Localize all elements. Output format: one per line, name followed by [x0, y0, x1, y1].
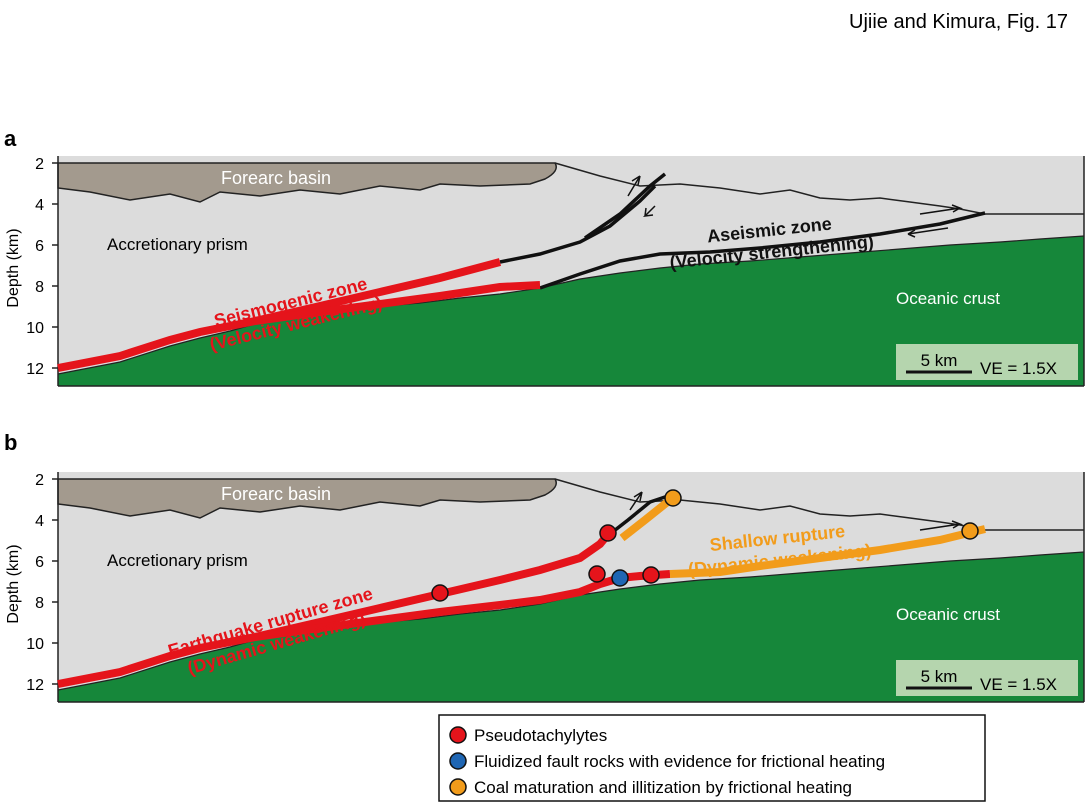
legend-item-coal: Coal maturation and illitization by fric…: [474, 778, 852, 797]
scale-label: 5 km: [921, 351, 958, 370]
y-tick: 12: [26, 677, 44, 694]
y-tick: 8: [35, 279, 44, 296]
legend-fluidized-icon: [449, 752, 467, 770]
coal-maturation-marker: [961, 522, 979, 540]
figure-caption: Ujiie and Kimura, Fig. 17: [849, 11, 1068, 33]
y-tick: 4: [35, 513, 44, 530]
y-axis-label: Depth (km): [5, 228, 22, 307]
ve-label: VE = 1.5X: [980, 675, 1057, 694]
y-tick: 6: [35, 554, 44, 571]
forearc-basin-label: Forearc basin: [221, 168, 331, 188]
panel-letter: b: [4, 430, 17, 455]
y-tick: 2: [35, 472, 44, 489]
accretionary-prism-label: Accretionary prism: [107, 551, 248, 570]
y-tick: 8: [35, 595, 44, 612]
scale-label: 5 km: [921, 667, 958, 686]
pseudotachylyte-marker: [599, 524, 617, 542]
pseudotachylyte-marker: [642, 566, 660, 584]
panel-letter: a: [4, 126, 17, 151]
fluidized-fault-rock-marker: [611, 569, 629, 587]
y-tick: 12: [26, 361, 44, 378]
y-tick: 4: [35, 197, 44, 214]
y-tick: 2: [35, 156, 44, 173]
legend-item-pseudotachylytes: Pseudotachylytes: [474, 726, 607, 745]
y-tick: 6: [35, 238, 44, 255]
pseudotachylyte-marker: [588, 565, 606, 583]
oceanic-crust-label: Oceanic crust: [896, 605, 1000, 624]
legend: Pseudotachylytes Fluidized fault rocks w…: [438, 714, 986, 802]
legend-item-fluidized: Fluidized fault rocks with evidence for …: [474, 752, 885, 771]
oceanic-crust-label: Oceanic crust: [896, 289, 1000, 308]
coal-maturation-marker: [664, 489, 682, 507]
y-tick: 10: [26, 636, 44, 653]
forearc-basin-label: Forearc basin: [221, 484, 331, 504]
accretionary-prism-label: Accretionary prism: [107, 235, 248, 254]
y-axis-label: Depth (km): [5, 544, 22, 623]
panel-a: a Forearc basin Accretionary prism Seism…: [4, 126, 1086, 388]
legend-pseudotachylyte-icon: [449, 726, 467, 744]
panel-b: b Forearc basin Accretionary prism Earth…: [4, 430, 1086, 704]
pseudotachylyte-marker: [431, 584, 449, 602]
y-tick: 10: [26, 320, 44, 337]
legend-coal-icon: [449, 778, 467, 796]
ve-label: VE = 1.5X: [980, 359, 1057, 378]
